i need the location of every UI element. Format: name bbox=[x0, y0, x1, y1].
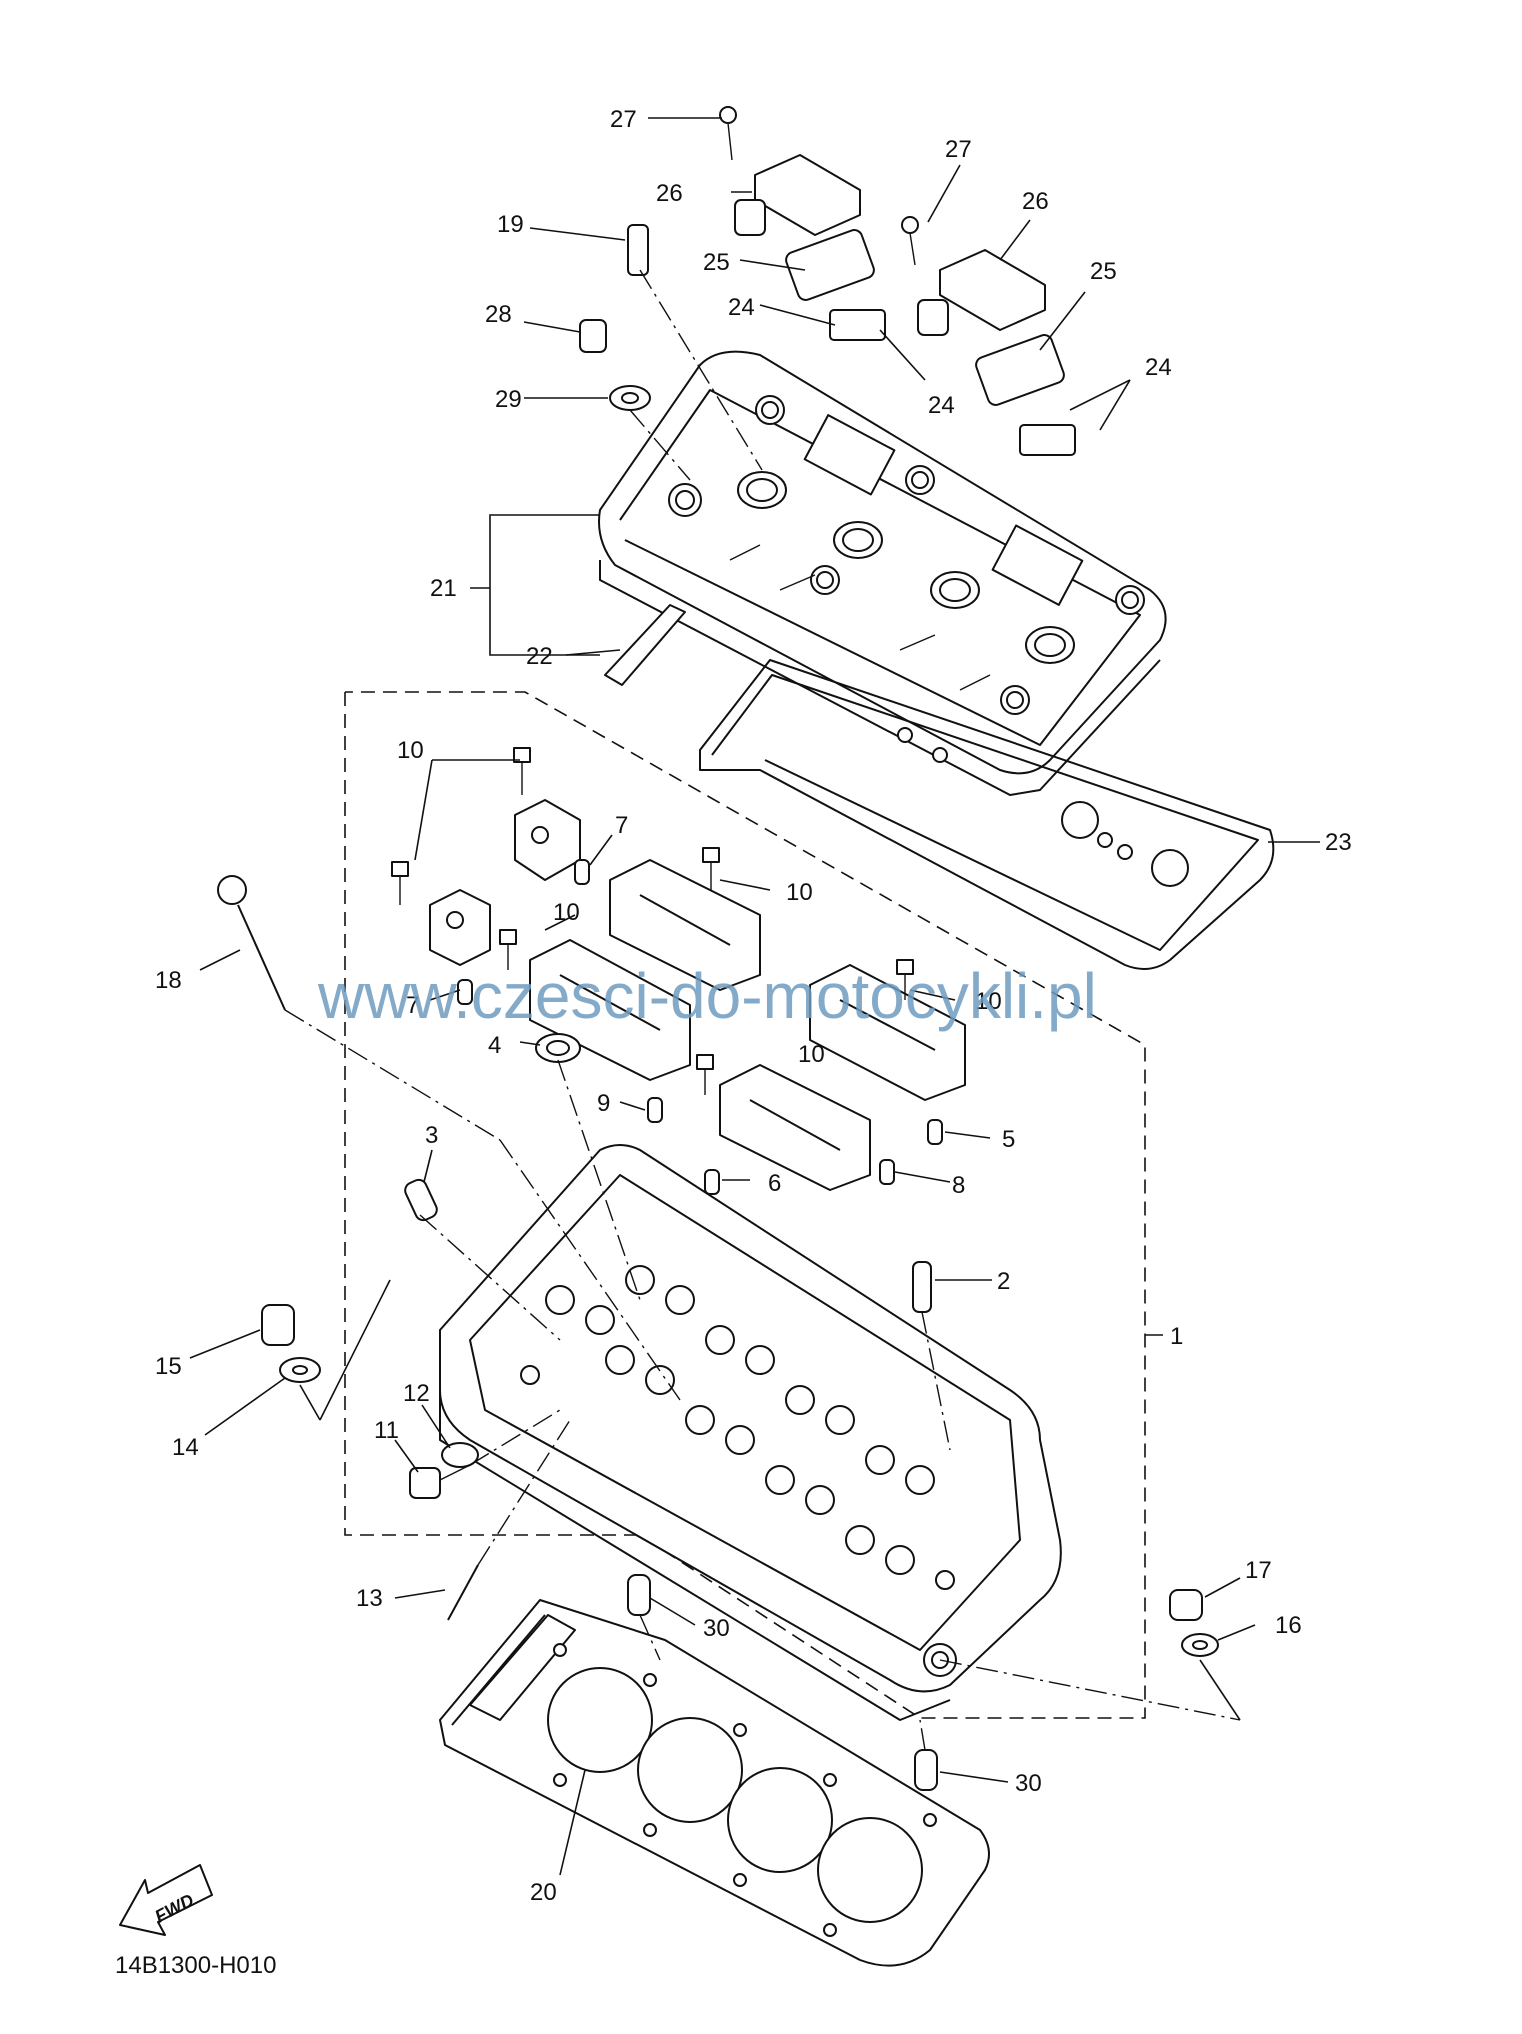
part-label-27a: 27 bbox=[610, 106, 637, 133]
part-label-24b: 24 bbox=[1145, 354, 1172, 381]
part-label-27b: 27 bbox=[945, 136, 972, 163]
camshaft-caps bbox=[429, 799, 966, 1191]
part-label-20: 20 bbox=[530, 1879, 557, 1906]
part-label-3: 3 bbox=[425, 1122, 438, 1149]
valve-lifters bbox=[545, 1265, 935, 1575]
watermark-text: www.czesci-do-motocykli.pl bbox=[317, 960, 1097, 1032]
part-label-19: 19 bbox=[497, 211, 524, 238]
part-label-22: 22 bbox=[526, 643, 553, 670]
part-label-7a: 7 bbox=[615, 812, 628, 839]
part-label-8: 8 bbox=[952, 1172, 965, 1199]
part-label-14: 14 bbox=[172, 1434, 199, 1461]
part-label-25a: 25 bbox=[703, 249, 730, 276]
part-label-10d: 10 bbox=[975, 988, 1002, 1015]
part-label-11: 11 bbox=[374, 1417, 399, 1444]
part-label-25b: 25 bbox=[1090, 258, 1117, 285]
part-label-28: 28 bbox=[485, 301, 512, 328]
head-cover-gasket bbox=[699, 659, 1275, 970]
part-label-6: 6 bbox=[768, 1170, 781, 1197]
part-label-7b: 7 bbox=[406, 992, 419, 1019]
part-label-13: 13 bbox=[356, 1585, 383, 1612]
ignition-coils bbox=[579, 106, 1076, 686]
part-label-24c: 24 bbox=[928, 392, 955, 419]
part-label-9: 9 bbox=[597, 1090, 610, 1117]
part-label-4: 4 bbox=[488, 1032, 501, 1059]
leader-lines bbox=[189, 117, 1320, 1876]
assembly-boundary bbox=[344, 691, 1163, 1719]
part-label-21: 21 bbox=[430, 575, 457, 602]
forward-arrow-icon: FWD bbox=[119, 1864, 213, 1936]
part-label-24a: 24 bbox=[728, 294, 755, 321]
part-label-10c: 10 bbox=[786, 879, 813, 906]
part-label-10b: 10 bbox=[553, 899, 580, 926]
part-label-12: 12 bbox=[403, 1380, 430, 1407]
cylinder-head-cover bbox=[598, 350, 1167, 796]
part-label-16: 16 bbox=[1275, 1612, 1302, 1639]
part-labels: 27 26 19 25 24 28 29 27 26 25 24 24 21 2… bbox=[155, 106, 1352, 1906]
cylinder-head bbox=[439, 1144, 1062, 1721]
part-label-5: 5 bbox=[1002, 1126, 1015, 1153]
alignment-lines bbox=[284, 269, 1241, 1751]
part-label-15: 15 bbox=[155, 1353, 182, 1380]
part-label-29: 29 bbox=[495, 386, 522, 413]
part-label-18: 18 bbox=[155, 967, 182, 994]
cylinder-head-gasket bbox=[439, 1599, 990, 1967]
part-label-10e: 10 bbox=[798, 1041, 825, 1068]
part-label-1: 1 bbox=[1170, 1323, 1183, 1350]
part-label-26a: 26 bbox=[656, 180, 683, 207]
part-label-26b: 26 bbox=[1022, 188, 1049, 215]
part-label-30b: 30 bbox=[1015, 1770, 1042, 1797]
part-label-23: 23 bbox=[1325, 829, 1352, 856]
part-label-2: 2 bbox=[997, 1268, 1010, 1295]
part-label-17: 17 bbox=[1245, 1557, 1272, 1584]
bolts-and-dowels bbox=[217, 747, 1219, 1791]
part-label-10a: 10 bbox=[397, 737, 424, 764]
part-label-30a: 30 bbox=[703, 1615, 730, 1642]
diagram-code: 14B1300-H010 bbox=[115, 1952, 276, 1979]
